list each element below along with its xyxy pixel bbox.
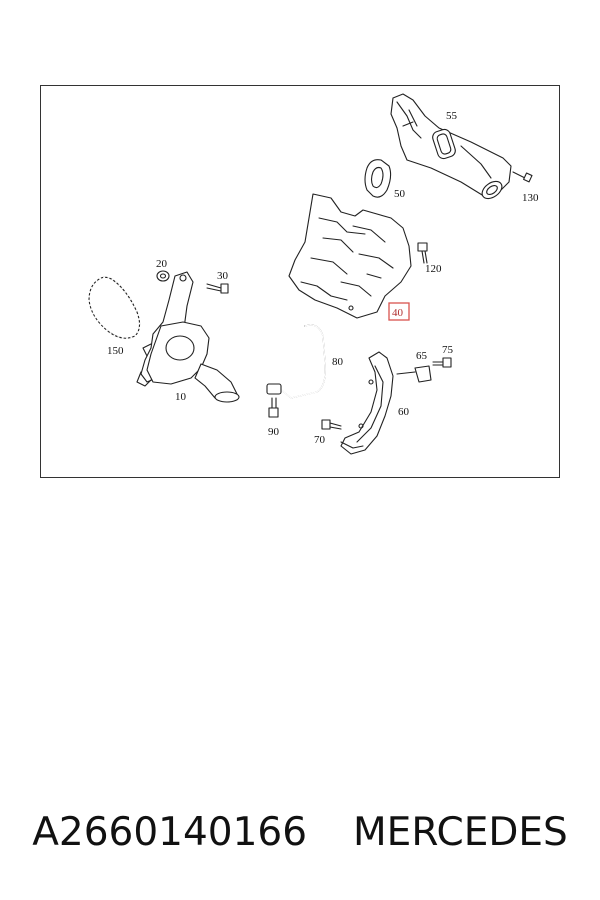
part-55-bracket [390,93,512,200]
part-50-gasket [364,159,392,198]
part-80-tube [266,324,326,399]
label-30: 30 [217,270,229,282]
label-70: 70 [314,434,326,446]
label-40: 40 [392,307,404,319]
part-75-bolt [432,357,452,368]
label-65: 65 [416,350,428,362]
brand-name: MERCEDES [353,809,568,855]
label-10: 10 [175,391,187,403]
part-caption: A2660140166 MERCEDES [0,802,600,862]
label-55: 55 [446,110,458,122]
part-90-bolt [268,397,279,418]
part-150-chain [88,276,141,339]
label-90: 90 [268,426,280,438]
part-number: A2660140166 [32,809,308,855]
parts-diagram-frame: 55 130 50 40 120 [40,85,560,478]
part-10-oil-pump [136,271,240,403]
label-120: 120 [425,263,442,275]
part-40-baffle [288,193,412,319]
label-60: 60 [398,406,410,418]
part-70-bolt [321,419,342,430]
part-30-bolt [206,283,229,294]
label-150: 150 [107,345,124,357]
label-50: 50 [394,188,406,200]
part-65-clip [396,365,432,383]
label-75: 75 [442,344,454,356]
label-20: 20 [156,258,168,270]
part-60-bracket [340,351,394,455]
part-130-bolt [512,171,533,183]
label-80: 80 [332,356,344,368]
part-120-bolt [417,242,428,264]
exploded-parts-diagram: 55 130 50 40 120 [88,93,539,455]
highlight-box-40 [388,302,410,321]
part-20-washer [156,270,170,282]
label-130: 130 [522,192,539,204]
